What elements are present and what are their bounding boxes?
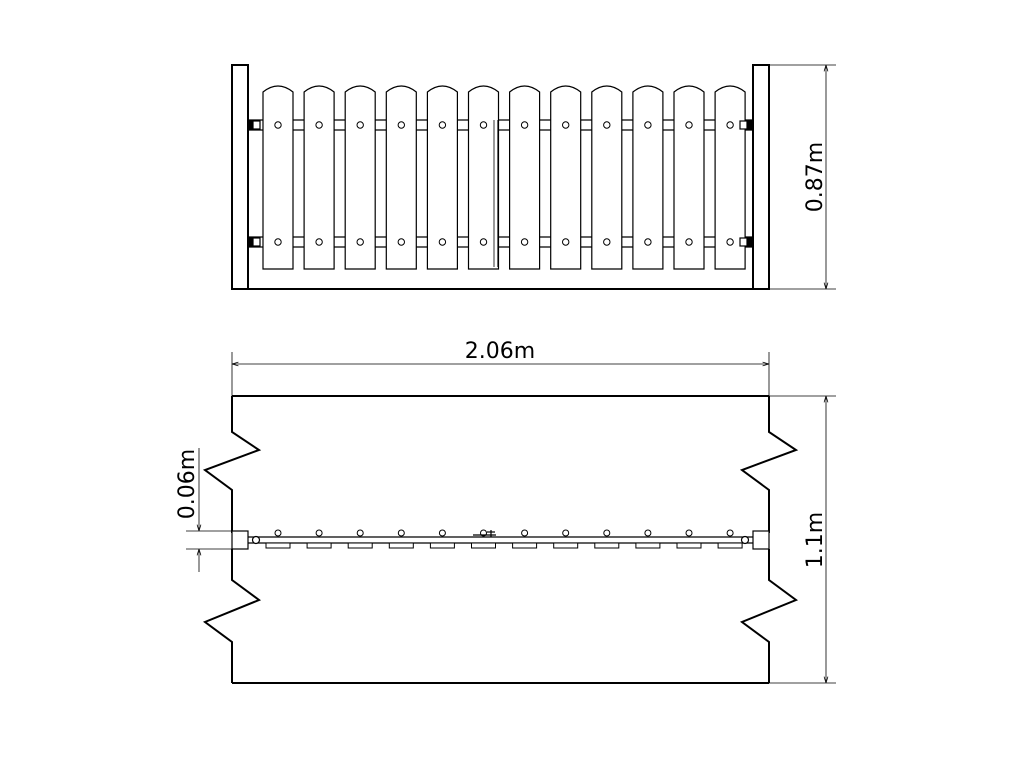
- screw-icon: [479, 121, 488, 129]
- plan-view: 2.06m: [175, 339, 836, 684]
- screw-icon: [438, 121, 447, 129]
- picket: [550, 85, 582, 270]
- screw-icon: [356, 238, 364, 246]
- picket: [591, 85, 623, 270]
- screw-icon: [315, 238, 323, 246]
- plan-picket: [594, 529, 620, 549]
- hinge-right-bottom: [739, 237, 753, 247]
- screw-icon: [274, 238, 282, 246]
- picket: [467, 85, 500, 270]
- screw-icon: [356, 121, 364, 129]
- plan-picket: [512, 529, 538, 549]
- width-dimension: 2.06m: [231, 339, 770, 396]
- picket: [303, 85, 335, 270]
- depth-dimension: 1.1m: [769, 395, 836, 684]
- hinge-right-top: [739, 120, 753, 130]
- screw-icon: [603, 238, 611, 246]
- picket: [262, 85, 294, 270]
- plan-picket: [676, 529, 702, 549]
- plan-picket: [388, 529, 414, 549]
- plan-right-post: [752, 530, 770, 550]
- height-dimension: 0.87m: [769, 64, 836, 290]
- screw-icon: [479, 238, 488, 246]
- screw-icon: [644, 238, 652, 246]
- plan-picket: [471, 529, 496, 549]
- picket: [426, 85, 458, 270]
- screw-icon: [685, 121, 693, 129]
- plan-hinge-left: [251, 535, 261, 545]
- plan-picket: [717, 529, 743, 549]
- picket: [632, 85, 664, 270]
- plan-left-post: [231, 530, 249, 550]
- picket: [509, 85, 541, 270]
- screw-icon: [520, 238, 529, 246]
- picket: [714, 85, 746, 270]
- height-label: 0.87m: [803, 142, 828, 212]
- screw-icon: [685, 238, 693, 246]
- screw-icon: [520, 121, 529, 129]
- plan-pickets: [265, 529, 743, 549]
- picket: [344, 85, 376, 270]
- plan-hinge-right: [740, 535, 750, 545]
- left-post: [231, 64, 249, 290]
- plan-picket: [553, 529, 579, 549]
- screw-icon: [397, 121, 405, 129]
- thickness-dimension: 0.06m: [175, 448, 232, 572]
- plan-picket: [347, 529, 373, 549]
- latch: [473, 530, 496, 537]
- screw-icon: [562, 238, 570, 246]
- screw-icon: [274, 121, 282, 129]
- screw-icon: [726, 238, 734, 246]
- plan-picket: [429, 529, 455, 549]
- screw-icon: [315, 121, 323, 129]
- plan-picket: [265, 529, 291, 549]
- thickness-label: 0.06m: [175, 449, 200, 519]
- plan-picket: [635, 529, 661, 549]
- screw-icon: [726, 121, 734, 129]
- screw-icon: [603, 121, 611, 129]
- plan-picket: [306, 529, 332, 549]
- hinge-left-bottom: [248, 237, 261, 247]
- screw-icon: [562, 121, 570, 129]
- hinge-left-top: [248, 120, 261, 130]
- picket: [385, 85, 417, 270]
- pickets: [262, 85, 746, 270]
- depth-label: 1.1m: [803, 512, 828, 568]
- screw-icon: [644, 121, 652, 129]
- front-elevation: 0.87m: [231, 64, 836, 290]
- right-post: [752, 64, 770, 290]
- plan-rail: [248, 536, 753, 544]
- screw-icon: [438, 238, 447, 246]
- plan-outline: [202, 395, 799, 684]
- picket: [673, 85, 705, 270]
- width-label: 2.06m: [465, 339, 535, 364]
- screw-icon: [397, 238, 405, 246]
